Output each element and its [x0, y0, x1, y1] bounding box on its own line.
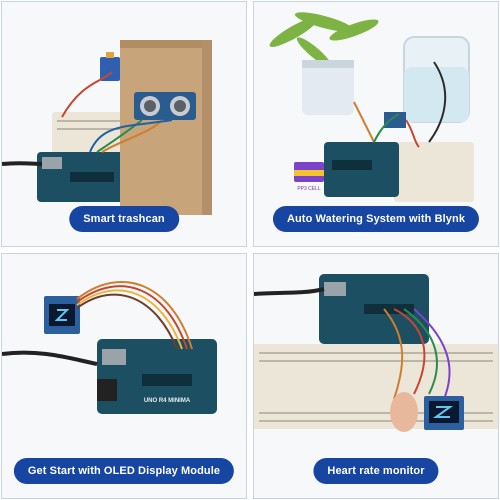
auto-watering-photo: PP3 CELL: [254, 2, 498, 246]
caption-oled-display: Get Start with OLED Display Module: [13, 458, 235, 484]
caption-heart-rate: Heart rate monitor: [313, 458, 439, 484]
board-brand-label: UNO R4 MINIMA: [144, 398, 191, 404]
tile-auto-watering[interactable]: PP3 CELL Auto Watering System with Blynk: [253, 1, 499, 247]
tile-oled-display[interactable]: UNO R4 MINIMA Get Start with OLED Displa…: [1, 253, 247, 499]
caption-smart-trashcan: Smart trashcan: [69, 206, 179, 232]
smart-trashcan-photo: [2, 2, 246, 246]
tile-smart-trashcan[interactable]: Smart trashcan: [1, 1, 247, 247]
caption-auto-watering: Auto Watering System with Blynk: [272, 206, 480, 232]
heart-rate-photo: [254, 254, 498, 498]
tile-heart-rate[interactable]: Heart rate monitor: [253, 253, 499, 499]
oled-display-photo: UNO R4 MINIMA: [2, 254, 246, 498]
battery-label: PP3 CELL: [297, 186, 321, 192]
